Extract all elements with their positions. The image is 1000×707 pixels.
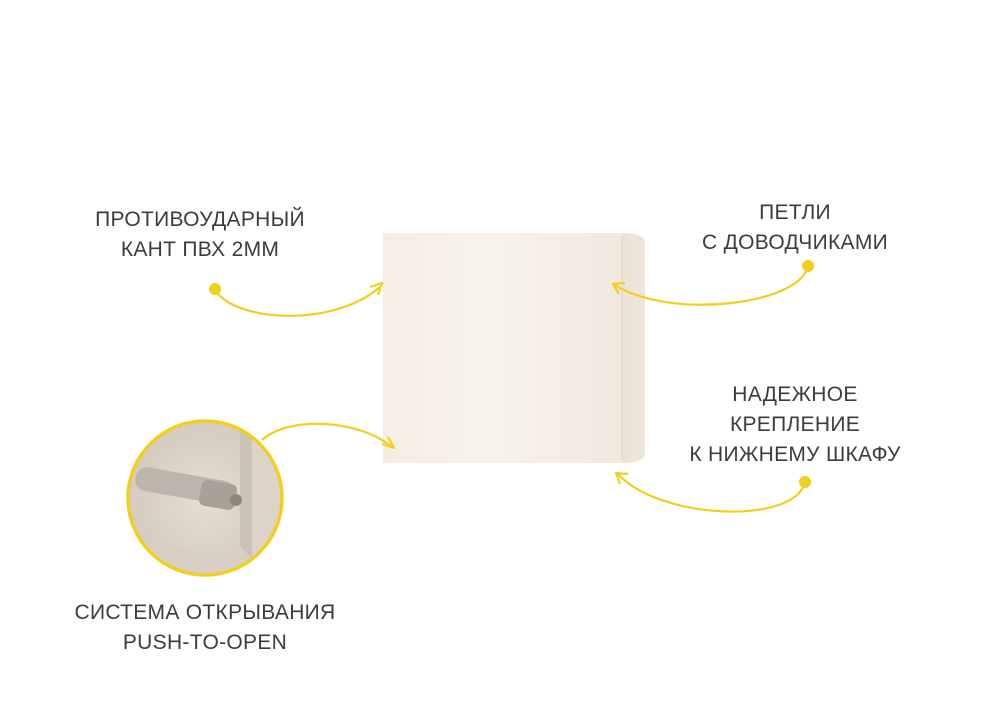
cabinet [383,233,645,463]
callout-label-mount: НАДЕЖНОЕ КРЕПЛЕНИЕ К НИЖНЕМУ ШКАФУ [640,380,950,470]
cabinet-side-panel [622,233,645,463]
callout-edge-connector [209,281,384,317]
callout-push-connector [261,422,396,450]
callout-edge-line2: КАНТ ПВХ 2ММ [120,238,280,261]
callout-label-hinges: ПЕТЛИ С ДОВОДЧИКАМИ [660,198,930,258]
dot-icon [209,283,221,295]
callout-hinges-line2: С ДОВОДЧИКАМИ [701,231,889,254]
dot-icon [799,476,811,488]
arrow-icon [611,281,626,295]
cabinet-front-panel [383,233,622,463]
callout-hinges-connector [611,260,814,306]
callout-edge-line1: ПРОТИВОУДАРНЫЙ [95,208,305,231]
arrow-icon [381,436,396,450]
callout-mount-line3: К НИЖНЕМУ ШКАФУ [689,443,901,466]
callout-push-line2: PUSH-TO-OPEN [122,631,288,654]
callout-label-edge: ПРОТИВОУДАРНЫЙ КАНТ ПВХ 2ММ [40,205,360,265]
callout-mount-line1: НАДЕЖНОЕ [732,383,858,406]
arrow-icon [614,471,629,485]
callout-mount-connector [614,471,811,513]
arrow-icon [369,281,384,296]
callout-hinges-line1: ПЕТЛИ [759,201,831,224]
callout-mount-line2: КРЕПЛЕНИЕ [729,413,861,436]
push-to-open-detail-image [126,419,284,577]
callout-push-line1: СИСТЕМА ОТКРЫВАНИЯ [74,601,336,624]
dot-icon [802,260,814,272]
callout-label-push: СИСТЕМА ОТКРЫВАНИЯ PUSH-TO-OPEN [25,598,385,658]
